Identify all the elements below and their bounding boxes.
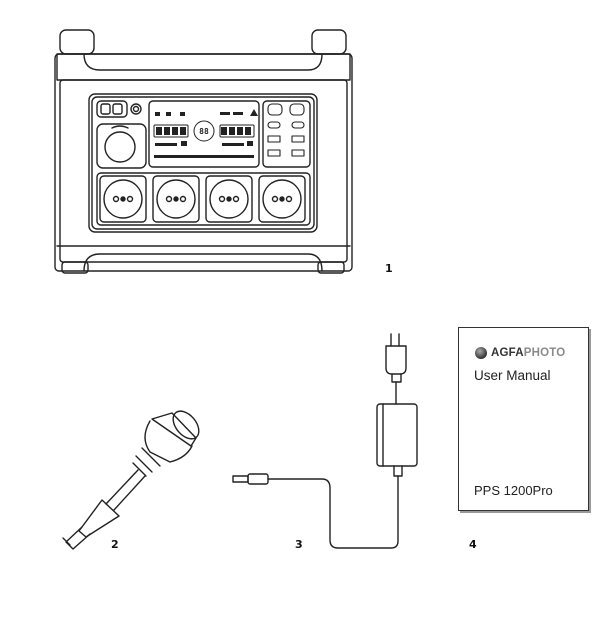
item-label-3: 3 — [295, 538, 303, 551]
usb-a-port-1 — [267, 135, 281, 143]
ac-power-adapter — [232, 333, 418, 549]
mode-button — [130, 103, 142, 115]
item-label-2: 2 — [111, 538, 119, 551]
ac-socket-1 — [99, 175, 147, 223]
usb-c-port-1 — [267, 121, 281, 129]
display-center-readout: 88 — [199, 127, 209, 136]
item-label-4: 4 — [469, 538, 477, 551]
manual-title: User Manual — [474, 368, 551, 383]
usb-a-port-4 — [291, 149, 305, 157]
brand-logo-icon — [475, 347, 487, 359]
adapter-brick — [376, 403, 418, 467]
front-panel — [88, 93, 318, 233]
brand-name-part1: AGFA — [491, 347, 524, 359]
usb-a-port-2 — [291, 135, 305, 143]
usb-c-port-2 — [291, 121, 305, 129]
usb-a-port-3 — [267, 149, 281, 157]
item-label-1: 1 — [385, 262, 393, 275]
socket-bar — [96, 172, 311, 226]
body — [54, 53, 353, 272]
dc-button — [267, 103, 283, 116]
ac-socket-4 — [258, 175, 306, 223]
ac-socket-2 — [152, 175, 200, 223]
foot-left — [61, 261, 89, 274]
car-outlet — [104, 131, 136, 163]
display — [148, 100, 260, 168]
brand-name-part2: PHOTO — [523, 347, 566, 359]
user-manual: AGFA PHOTO User Manual PPS 1200Pro — [458, 327, 589, 511]
power-button — [96, 100, 128, 118]
foot-right — [317, 261, 345, 274]
model-name: PPS 1200Pro — [474, 483, 553, 498]
car-charger-adapter — [62, 410, 200, 550]
ac-button — [289, 103, 305, 116]
usb-panel — [262, 100, 311, 168]
brand-logo: AGFA PHOTO — [475, 347, 565, 359]
power-station — [54, 29, 353, 274]
car-outlet-frame — [96, 123, 147, 169]
ac-socket-3 — [205, 175, 253, 223]
